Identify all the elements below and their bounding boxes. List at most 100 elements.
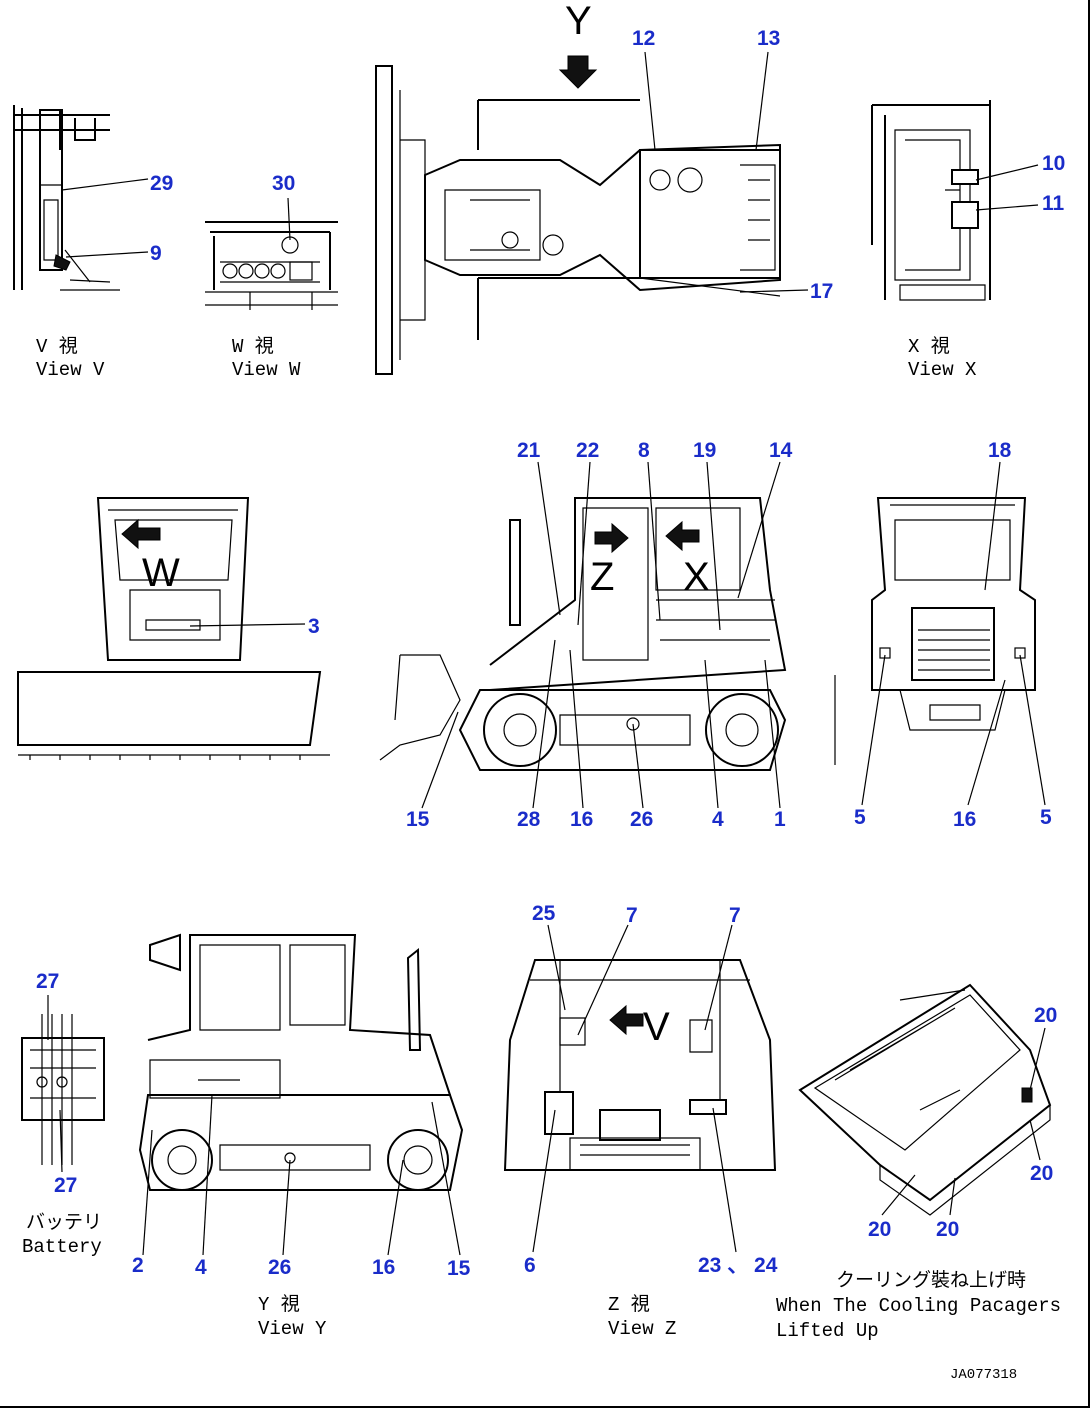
label-view-x-jp: X 視 — [908, 335, 950, 358]
view-y-illustration — [138, 933, 464, 1191]
label-view-z-en: View Z — [608, 1318, 676, 1340]
view-v-arrow-icon — [609, 1004, 644, 1036]
view-x-arrow-icon — [665, 520, 700, 552]
callout-26-y: 26 — [268, 1256, 291, 1279]
marker-x: X — [683, 555, 710, 599]
label-view-y-en: View Y — [258, 1318, 327, 1340]
callout-3: 3 — [308, 615, 320, 638]
cooling-package-illustration — [798, 983, 1052, 1216]
view-w-illustration — [205, 221, 338, 310]
callout-6: 6 — [524, 1254, 536, 1277]
callout-26: 26 — [630, 808, 653, 831]
callout-13: 13 — [757, 27, 780, 50]
callout-19: 19 — [693, 439, 716, 462]
leader-13 — [755, 51, 769, 151]
callout-16-y: 16 — [372, 1256, 395, 1279]
view-x-illustration — [871, 100, 991, 301]
view-y-arrow-icon — [558, 55, 598, 89]
label-battery-en: Battery — [22, 1236, 102, 1258]
leader-18 — [984, 461, 1001, 591]
label-view-w-jp: W 視 — [232, 335, 274, 358]
leader-5b — [1019, 654, 1046, 806]
callout-9: 9 — [150, 242, 162, 265]
callout-25: 25 — [532, 902, 556, 925]
label-cooling-en-1: When The Cooling Pacagers — [776, 1295, 1061, 1317]
callout-17: 17 — [810, 280, 833, 303]
leader-29 — [61, 178, 149, 191]
marker-w: W — [142, 551, 180, 595]
callout-27-bottom: 27 — [54, 1174, 77, 1197]
callout-16-rear: 16 — [953, 808, 976, 831]
leader-16a — [569, 649, 584, 809]
callout-22: 22 — [576, 439, 599, 462]
callout-12: 12 — [632, 27, 655, 50]
callout-14: 14 — [769, 439, 793, 462]
leader-3 — [189, 623, 306, 627]
view-z-arrow-icon — [594, 522, 629, 554]
leader-20d — [949, 1177, 956, 1216]
leader-2 — [142, 1129, 153, 1256]
label-view-w-en: View W — [232, 359, 301, 381]
leader-5a — [861, 654, 886, 806]
leader-6 — [532, 1109, 556, 1253]
label-view-x-en: View X — [908, 359, 977, 381]
callout-7-right: 7 — [729, 904, 741, 927]
callout-21: 21 — [517, 439, 541, 462]
leader-25 — [547, 924, 566, 1011]
rear-view-illustration — [871, 497, 1036, 731]
callout-4: 4 — [712, 808, 724, 831]
leader-28 — [532, 639, 556, 809]
callout-16: 16 — [570, 808, 593, 831]
label-battery-jp: バッテリ — [26, 1212, 102, 1234]
front-view-illustration — [17, 497, 330, 760]
callout-20-bottom-right: 20 — [936, 1218, 959, 1241]
leader-8 — [647, 461, 661, 621]
leader-27b — [59, 1109, 63, 1173]
callout-11: 11 — [1042, 192, 1065, 215]
leader-12 — [644, 51, 656, 151]
callout-8: 8 — [638, 439, 650, 462]
leader-11 — [975, 204, 1039, 211]
callout-23-24: 23 、 24 — [698, 1254, 778, 1277]
leader-15a — [421, 711, 459, 809]
callout-30: 30 — [272, 172, 295, 195]
view-w-arrow-icon — [121, 518, 161, 550]
leader-20a — [1029, 1027, 1046, 1091]
callout-1: 1 — [774, 808, 786, 831]
callout-2: 2 — [132, 1254, 144, 1277]
leader-16c — [387, 1159, 404, 1256]
label-view-y-jp: Y 視 — [258, 1293, 300, 1316]
callout-5-left: 5 — [854, 806, 866, 829]
callout-7-left: 7 — [626, 904, 638, 927]
callout-15: 15 — [406, 808, 430, 831]
leader-26b — [282, 1159, 291, 1256]
leader-7b — [704, 924, 733, 1031]
leader-15b — [431, 1101, 461, 1256]
marker-z: Z — [590, 555, 614, 599]
callout-15-y: 15 — [447, 1257, 471, 1280]
callout-20-bottom-left: 20 — [868, 1218, 891, 1241]
battery-illustration — [21, 1014, 105, 1165]
leader-4b — [202, 1094, 213, 1256]
drawing-code: JA077318 — [950, 1367, 1017, 1383]
callout-20-right: 20 — [1030, 1162, 1053, 1185]
callout-27-top: 27 — [36, 970, 59, 993]
label-view-z-jp: Z 視 — [608, 1293, 650, 1316]
label-cooling-jp: クーリング裝ね上げ時 — [836, 1269, 1026, 1292]
label-view-v-jp: V 視 — [36, 335, 78, 358]
view-z-illustration — [503, 959, 777, 1171]
leader-19 — [706, 461, 721, 631]
label-view-v-en: View V — [36, 359, 105, 381]
leader-2324 — [712, 1107, 737, 1253]
callout-5-right: 5 — [1040, 806, 1052, 829]
callout-4-y: 4 — [195, 1256, 207, 1279]
callout-20-top: 20 — [1034, 1004, 1057, 1027]
leader-20b — [1029, 1119, 1041, 1161]
view-v-illustration — [13, 105, 120, 291]
leader-1 — [764, 659, 781, 809]
leader-20c — [881, 1174, 916, 1216]
label-cooling-en-2: Lifted Up — [776, 1320, 879, 1342]
leader-26a — [632, 723, 644, 809]
